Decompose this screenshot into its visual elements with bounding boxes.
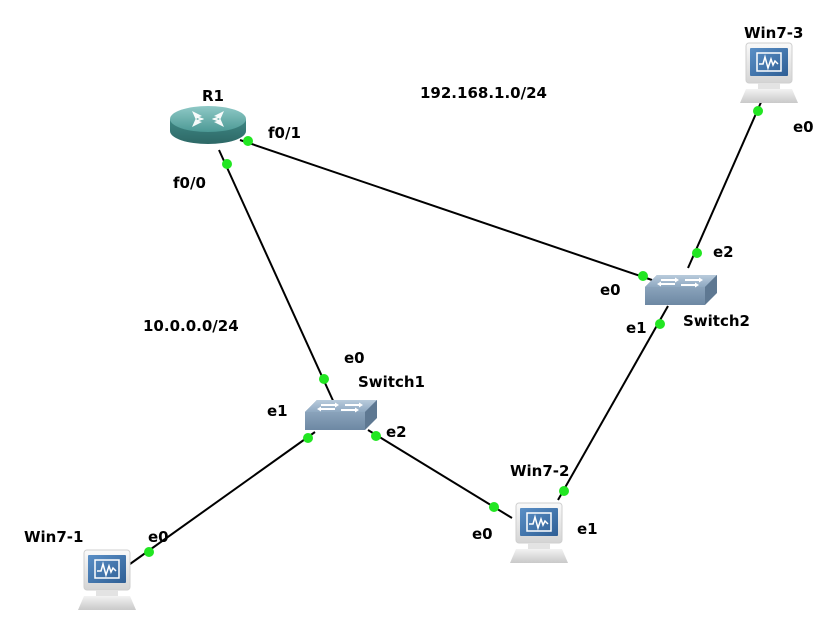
- port-indicators: [144, 106, 763, 557]
- port-label-switch1-e1: e1: [267, 402, 288, 420]
- port-dot-r1-f0-1: [243, 136, 253, 146]
- link-r1-switch1[interactable]: [218, 149, 336, 406]
- port-dot-win7-2-e1: [559, 486, 569, 496]
- node-label-switch2: Switch2: [683, 312, 750, 330]
- port-dot-win7-3-e0: [753, 106, 763, 116]
- switch2-icon[interactable]: [645, 275, 717, 305]
- link-switch1-win7-2[interactable]: [367, 429, 513, 519]
- port-label-switch1-e0: e0: [344, 349, 365, 367]
- port-label-switch2-e1: e1: [626, 319, 647, 337]
- port-label-r1-f0-0: f0/0: [173, 174, 206, 192]
- link-switch2-win7-2[interactable]: [557, 305, 669, 501]
- port-dot-switch2-e1: [655, 319, 665, 329]
- port-dot-switch2-e0: [638, 271, 648, 281]
- node-label-switch1: Switch1: [358, 373, 425, 391]
- router-r1-icon[interactable]: [170, 106, 246, 144]
- node-label-win7-1: Win7-1: [24, 528, 84, 546]
- port-dot-switch1-e2: [371, 431, 381, 441]
- port-dot-switch1-e1: [303, 433, 313, 443]
- port-label-win7-2-e1: e1: [577, 520, 598, 538]
- port-dot-switch1-e0: [319, 374, 329, 384]
- port-label-switch2-e2: e2: [713, 243, 734, 261]
- links: [129, 99, 763, 565]
- link-switch1-win7-1[interactable]: [129, 431, 316, 565]
- port-label-switch1-e2: e2: [386, 423, 407, 441]
- link-r1-switch2[interactable]: [239, 139, 653, 281]
- node-label-win7-2: Win7-2: [510, 462, 570, 480]
- network-label-192-168-1-0: 192.168.1.0/24: [420, 84, 547, 102]
- node-label-r1: R1: [202, 87, 224, 105]
- node-label-win7-3: Win7-3: [744, 24, 804, 42]
- port-label-win7-2-e0: e0: [472, 525, 493, 543]
- port-label-win7-3-e0: e0: [793, 118, 814, 136]
- win7-1-pc-icon[interactable]: [77, 549, 137, 611]
- port-label-r1-f0-1: f0/1: [268, 124, 301, 142]
- switch1-icon[interactable]: [305, 400, 377, 430]
- port-dot-win7-1-e0: [144, 547, 154, 557]
- network-label-10-0-0-0: 10.0.0.0/24: [143, 317, 239, 335]
- port-dot-switch2-e2: [692, 248, 702, 258]
- link-switch2-win7-3[interactable]: [687, 99, 763, 269]
- port-dot-r1-f0-0: [222, 159, 232, 169]
- win7-3-pc-icon[interactable]: [739, 42, 799, 104]
- port-label-switch2-e0: e0: [600, 281, 621, 299]
- win7-2-pc-icon[interactable]: [509, 502, 569, 564]
- port-dot-win7-2-e0: [489, 502, 499, 512]
- port-label-win7-1-e0: e0: [148, 528, 169, 546]
